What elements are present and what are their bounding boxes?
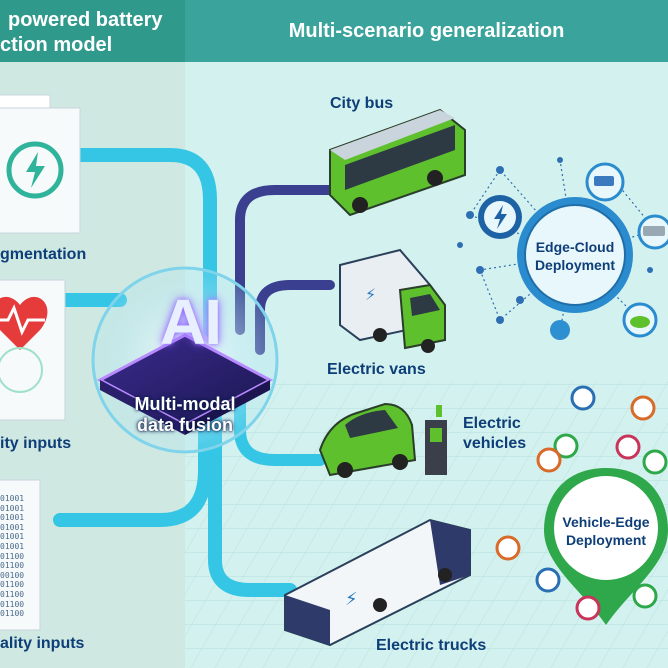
label-electric-trucks: Electric trucks (376, 637, 487, 654)
binary-line: 01001 (0, 494, 25, 503)
label-electric-line1: Electric (463, 415, 521, 432)
ai-fusion-label: Multi-modal data fusion (110, 394, 260, 436)
location-pins (495, 385, 668, 621)
binary-line: 01100 (0, 561, 25, 571)
fusion-line2: data fusion (136, 415, 233, 435)
electric-van-illustration: ⚡ (339, 248, 446, 353)
right-header (185, 0, 668, 62)
electric-truck-illustration: ⚡ (284, 518, 471, 647)
label-electric-line2: vehicles (463, 435, 527, 452)
binary-line: 01100 (0, 599, 25, 609)
edge-cloud-inner (524, 204, 626, 306)
vehicle-edge-label-line2: Deployment (565, 532, 647, 548)
label-city-bus: City bus (330, 95, 394, 112)
connectors (53, 148, 335, 597)
fusion-line1: Multi-modal (134, 394, 236, 414)
car-node-icon (630, 316, 650, 328)
binary-line: 01100 (0, 580, 25, 590)
binary-line: 01100 (0, 551, 25, 561)
bus-node-icon (643, 226, 665, 236)
document-card-3 (0, 479, 41, 631)
edge-cloud-label: Edge-Cloud Deployment (525, 238, 625, 274)
city-bus-illustration (329, 108, 466, 217)
label-electric-vans: Electric vans (327, 361, 426, 378)
binary-line: 01100 (0, 609, 25, 619)
left-label-2: ity inputs (0, 435, 72, 452)
electric-car-illustration (318, 402, 447, 478)
ai-chip-side2 (185, 380, 270, 435)
vehicle-edge-label-line1: Vehicle-Edge (562, 514, 650, 530)
vehicle-edge-pin (544, 468, 668, 625)
ai-chip-side (100, 380, 185, 435)
binary-line: 01100 (0, 589, 25, 599)
right-title: Multi-scenario generalization (288, 20, 565, 42)
ai-letters: AI (160, 286, 222, 358)
heartbeat-icon (0, 304, 45, 336)
binary-line: 01001 (0, 503, 25, 513)
edge-cloud-label-line2: Deployment (534, 257, 616, 273)
binary-line: 01001 (0, 541, 25, 551)
svg-text:⚡: ⚡ (365, 285, 376, 304)
lightning-bolt-icon (494, 205, 507, 229)
document-card-1 (0, 94, 81, 234)
document-card-2 (0, 279, 66, 421)
binary-line: 01001 (0, 513, 25, 523)
binary-line: 00100 (0, 570, 25, 580)
battery-bolt-icon (26, 152, 45, 188)
left-label-3: ality inputs (0, 635, 85, 652)
vehicle-edge-label: Vehicle-Edge Deployment (556, 513, 656, 549)
left-label-1: gmentation (0, 246, 87, 263)
binary-line: 01001 (0, 532, 25, 542)
svg-text:⚡: ⚡ (345, 589, 358, 610)
left-header (0, 0, 185, 62)
binary-line: 01001 (0, 522, 25, 532)
left-title-line2: ction model (0, 34, 113, 56)
left-title-line1: powered battery (8, 9, 163, 31)
van-node-icon (594, 176, 614, 186)
edge-cloud-label-line1: Edge-Cloud (535, 239, 615, 255)
